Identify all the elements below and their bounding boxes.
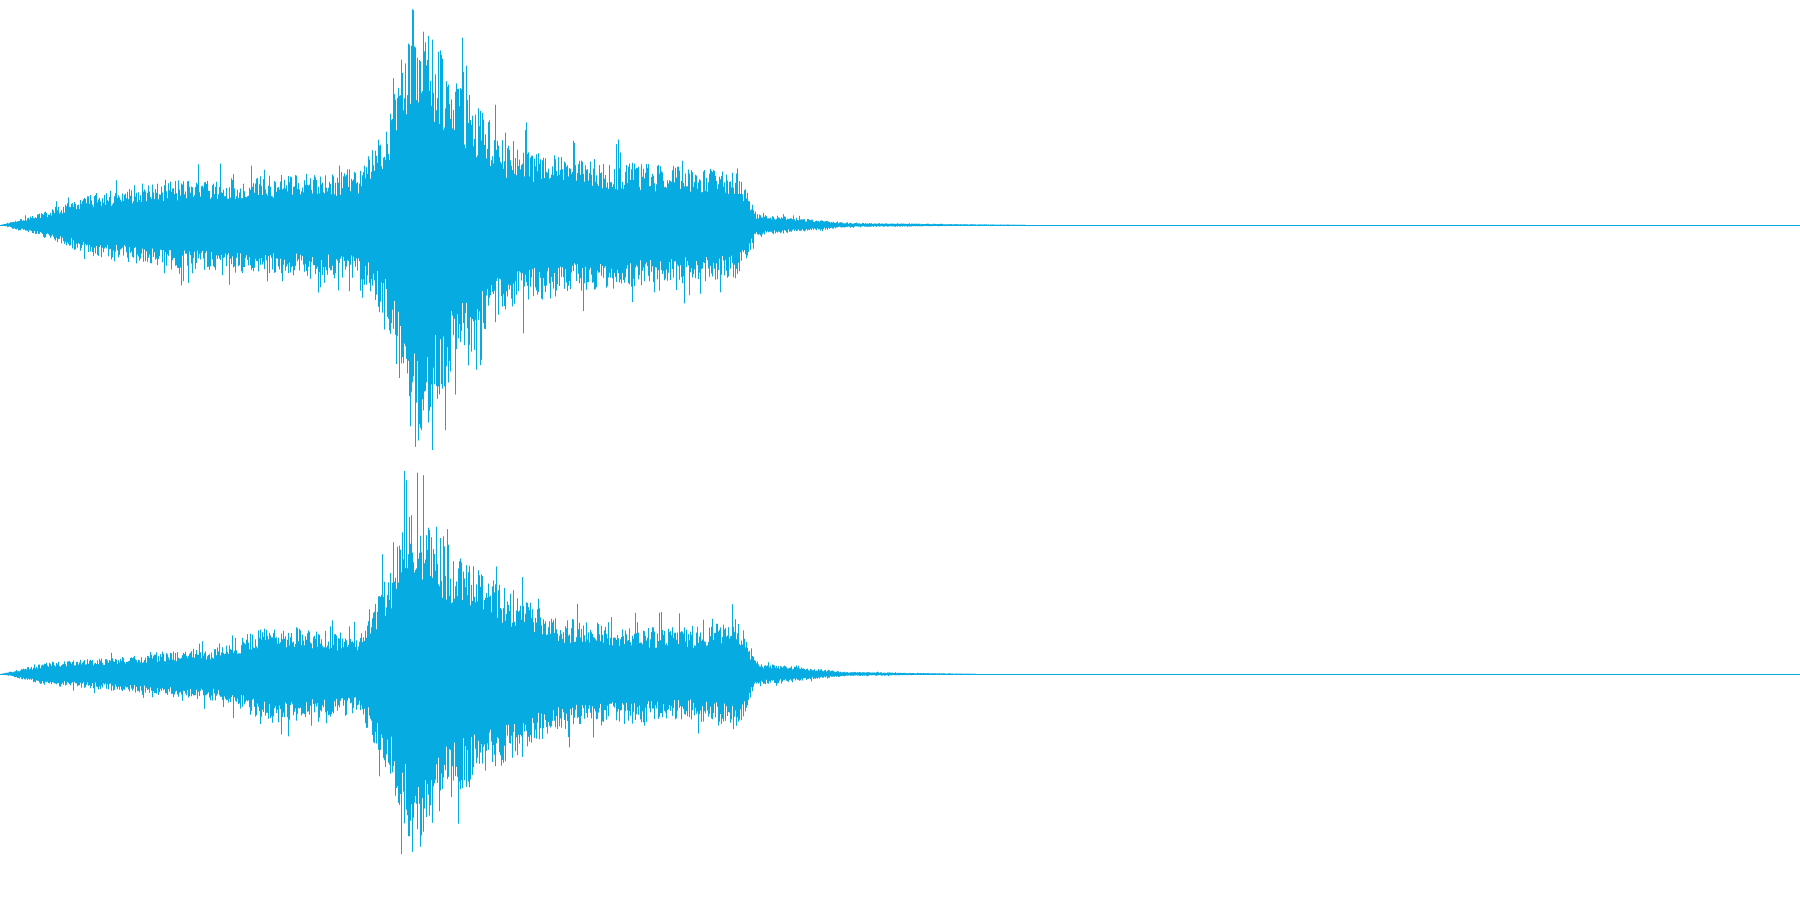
waveform-channel-2 (0, 471, 1800, 855)
waveform-signal (1, 9, 1025, 450)
waveform-signal (1, 471, 976, 855)
waveform-channel-1 (0, 9, 1800, 450)
